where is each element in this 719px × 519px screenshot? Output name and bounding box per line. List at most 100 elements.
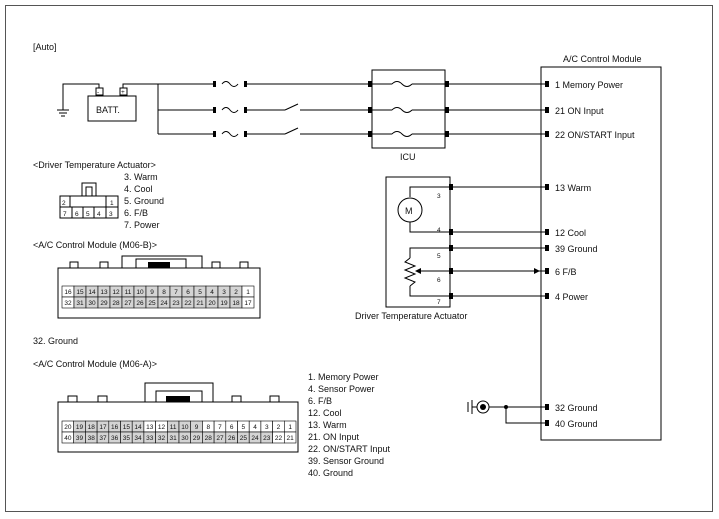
m06b-pin-number: 6 [186,289,190,296]
pin-ground-32: 32 Ground [555,403,598,413]
pin-ground-40: 40 Ground [555,419,598,429]
pin-memory-power: 1 Memory Power [555,80,623,90]
m06a-pin-number: 10 [181,424,189,431]
m06a-pin-number: 14 [134,424,142,431]
m06a-pin-number: 2 [277,424,281,431]
battery-positive-label: + [121,89,125,96]
m06a-title: <A/C Control Module (M06-A)> [33,359,157,369]
m06b-pin-number: 4 [210,289,214,296]
m06b-pin-number: 16 [64,289,72,296]
m06a-pin-number: 5 [242,424,246,431]
pin-fb: 6 F/B [555,267,577,277]
m06a-pin-number: 19 [76,424,84,431]
m06a-pin-number: 31 [170,435,178,442]
m06b-pin-number: 24 [160,300,168,307]
dta-cell: 4 [97,211,101,218]
m06a-pin-number: 12 [158,424,166,431]
power-lines [158,81,360,137]
m06a-pin-number: 40 [64,435,72,442]
m06a-legend-item: 4. Sensor Power [308,384,375,394]
actuator-pin-6: 6 [437,277,441,284]
m06b-pin-number: 3 [222,289,226,296]
battery: BATT. - + [57,83,159,134]
m06b-connector: <A/C Control Module (M06-B)> 32. Ground [33,240,261,346]
module-pins: 1 Memory Power 21 ON Input 22 ON/START I… [545,80,635,429]
pin-on-start-input: 22 ON/START Input [555,130,635,140]
battery-negative-label: - [97,89,99,96]
actuator-pin-7: 7 [437,299,441,306]
m06b-pin-number: 25 [148,300,156,307]
dta-cell: 5 [86,211,90,218]
m06a-pin-number: 37 [99,435,107,442]
m06b-pin-number: 22 [184,300,192,307]
m06a-legend-item: 6. F/B [308,396,332,406]
m06a-pin-number: 3 [265,424,269,431]
m06a-pin-number: 38 [88,435,96,442]
m06a-pin-number: 32 [158,435,166,442]
m06b-pin-number: 17 [244,300,252,307]
m06a-pin-number: 23 [263,435,271,442]
dta-cell: 3 [109,211,113,218]
m06b-pin-number: 26 [136,300,144,307]
m06b-pin-number: 12 [112,289,120,296]
m06a-pin-number: 22 [275,435,283,442]
motor-label: M [405,206,413,216]
battery-box [87,95,137,122]
m06b-note: 32. Ground [33,336,78,346]
m06a-legend-item: 39. Sensor Ground [308,456,384,466]
dta-connector: <Driver Temperature Actuator> 3. Warm 4.… [33,160,164,230]
actuator-pin-3: 3 [437,193,441,200]
actuator-label: Driver Temperature Actuator [355,311,467,321]
m06b-pin-number: 13 [100,289,108,296]
dta-pin-4-desc: 4. Cool [124,184,153,194]
m06a-pin-number: 16 [111,424,119,431]
pin-ground-39: 39 Ground [555,244,598,254]
m06a-legend-item: 13. Warm [308,420,347,430]
dta-cell: 2 [62,200,66,207]
m06a-pin-number: 25 [240,435,248,442]
m06b-pin-number: 7 [174,289,178,296]
m06a-legend-item: 21. ON Input [308,432,360,442]
dta-cell: 7 [63,211,67,218]
m06a-legend-item: 12. Cool [308,408,342,418]
dta-pin-7-desc: 7. Power [124,220,160,230]
m06b-pin-number: 10 [136,289,144,296]
m06a-pin-number: 17 [99,424,107,431]
m06a-pin-number: 15 [123,424,131,431]
m06b-pin-number: 2 [234,289,238,296]
module-title: A/C Control Module [563,54,642,64]
m06a-pin-number: 11 [170,424,177,431]
m06b-pin-number: 20 [208,300,216,307]
m06b-pin-number: 14 [88,289,96,296]
m06a-pin-number: 34 [134,435,142,442]
m06a-pin-number: 4 [253,424,257,431]
m06a-pin-number: 9 [195,424,199,431]
m06a-pin-number: 13 [146,424,154,431]
m06a-pin-number: 30 [181,435,189,442]
m06b-pin-number: 30 [88,300,96,307]
m06a-pin-number: 1 [288,424,292,431]
m06b-pin-number: 31 [76,300,84,307]
m06b-pin-number: 29 [100,300,108,307]
actuator-pin-4: 4 [437,227,441,234]
m06a-legend-item: 1. Memory Power [308,372,379,382]
temperature-actuator: 3 4 5 6 7 M Driver Temperature Actuator [355,176,467,321]
m06a-pin-number: 29 [193,435,201,442]
m06b-pin-number: 15 [76,289,84,296]
m06a-pin-number: 7 [218,424,222,431]
icu-label: ICU [400,152,416,162]
m06a-pin-number: 20 [64,424,72,431]
dta-pin-3-desc: 3. Warm [124,172,158,182]
m06b-title: <A/C Control Module (M06-B)> [33,240,157,250]
pin-on-input: 21 ON Input [555,106,604,116]
dta-cell: 1 [110,200,114,207]
m06b-pin-number: 1 [246,289,250,296]
m06a-legend-item: 40. Ground [308,468,353,478]
ac-control-module-box [540,66,662,441]
m06b-pin-number: 18 [232,300,240,307]
dta-cell: 6 [75,211,79,218]
m06b-pin-number: 11 [125,289,132,296]
pin-cool: 12 Cool [555,228,586,238]
m06b-pin-number: 32 [64,300,72,307]
